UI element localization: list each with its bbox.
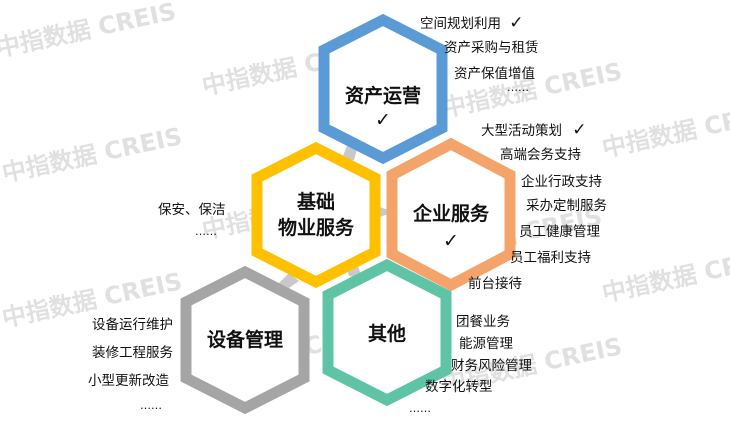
basic-item: …… bbox=[195, 225, 217, 238]
enterprise-item: 员工福利支持 bbox=[510, 250, 591, 266]
hex-asset-check-icon: ✓ bbox=[375, 109, 391, 131]
check-icon: ✓ bbox=[509, 13, 524, 33]
check-icon: ✓ bbox=[572, 120, 587, 140]
enterprise-item: 企业行政支持 bbox=[521, 174, 602, 190]
other-item: 数字化转型 bbox=[425, 379, 493, 395]
enterprise-item: 大型活动策划 ✓ bbox=[481, 120, 587, 140]
enterprise-item: 高端会务支持 bbox=[500, 147, 581, 163]
hex-asset bbox=[318, 13, 448, 165]
facility-item: 设备运行维护 bbox=[92, 317, 173, 333]
enterprise-item: 前台接待 bbox=[468, 276, 522, 292]
asset-item: 空间规划利用 ✓ bbox=[420, 13, 524, 33]
basic-item: 保安、保洁 bbox=[158, 202, 226, 218]
enterprise-item: 员工健康管理 bbox=[519, 224, 600, 240]
hex-basic bbox=[251, 141, 381, 289]
asset-item: …… bbox=[507, 81, 529, 94]
hex-basic-title-line2: 物业服务 bbox=[277, 217, 354, 239]
enterprise-item: 采办定制服务 bbox=[526, 198, 607, 214]
facility-item: 装修工程服务 bbox=[92, 345, 173, 361]
hex-enterprise-title: 企业服务 bbox=[412, 203, 489, 225]
hex-enterprise-check-icon: ✓ bbox=[443, 230, 459, 252]
facility-item: 小型更新改造 bbox=[88, 373, 169, 389]
other-item: …… bbox=[409, 402, 431, 415]
facility-item: …… bbox=[140, 399, 162, 412]
asset-item: 资产保值增值 bbox=[454, 66, 535, 82]
other-item: 团餐业务 bbox=[456, 314, 510, 330]
asset-item: 资产采购与租赁 bbox=[444, 40, 539, 56]
hex-asset-title: 资产运营 bbox=[344, 85, 421, 107]
hex-facility-title: 设备管理 bbox=[206, 329, 283, 351]
hex-facility bbox=[180, 265, 310, 415]
hex-enterprise bbox=[386, 137, 516, 292]
hex-basic-title-line1: 基础 bbox=[296, 191, 335, 213]
other-item: 财务风险管理 bbox=[451, 358, 532, 374]
hex-other-title: 其他 bbox=[367, 323, 406, 345]
other-item: 能源管理 bbox=[459, 336, 513, 352]
hex-other bbox=[322, 258, 452, 407]
